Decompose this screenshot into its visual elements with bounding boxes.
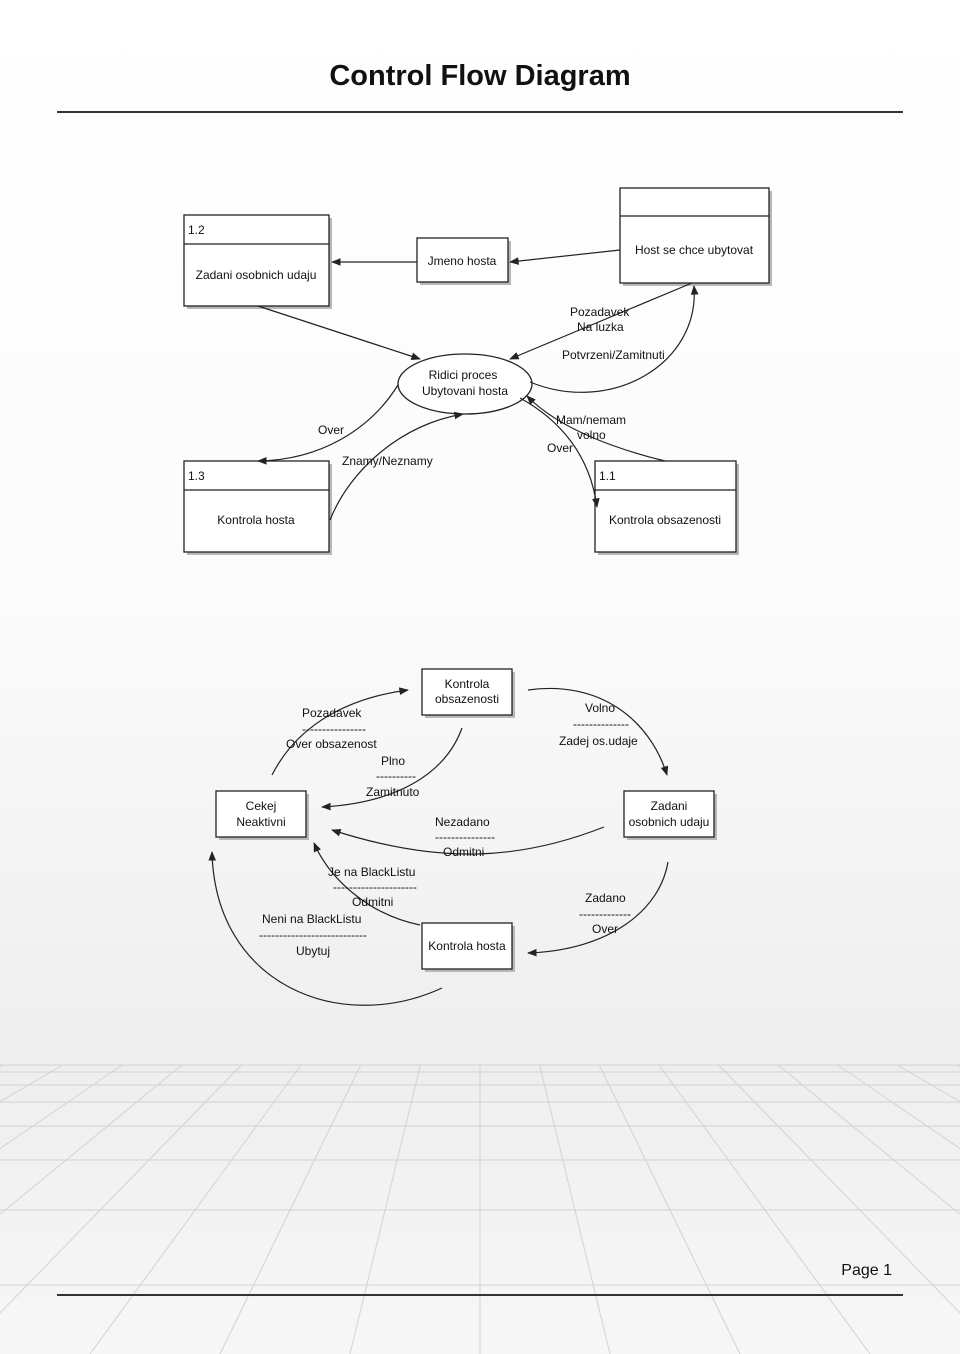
transition-nezadano <box>331 826 605 855</box>
edge-ridici-to-kontrola-obsaz <box>519 397 600 508</box>
edge-ridici-to-kontrola-hosta <box>257 384 399 465</box>
node-kontrola-obsazenosti-1-1: 1.1 Kontrola obsazenosti <box>594 460 739 555</box>
edge-kontrola-hosta-to-ridici <box>329 411 464 521</box>
label-over-left: Over <box>318 423 344 437</box>
page-number: Page 1 <box>841 1262 892 1279</box>
edge-kontrola-obsaz-to-ridici <box>526 395 666 462</box>
transition-blacklist <box>313 842 421 926</box>
node-kontrola-obsaz-label: Kontrola obsazenosti <box>609 513 721 527</box>
state-kontrola-hosta: Kontrola hosta <box>421 922 515 972</box>
label-znamy-neznamy: Znamy/Neznamy <box>342 454 433 468</box>
label-volno-event: Volno <box>585 701 615 715</box>
state-cekej-neaktivni: Cekej Neaktivni <box>215 790 309 840</box>
transition-plno <box>321 727 463 811</box>
label-neni-action: Ubytuj <box>296 944 330 958</box>
node-kontrola-obsaz-id: 1.1 <box>599 469 616 483</box>
label-mam-nemam: Mam/nemam <box>556 413 626 427</box>
label-pozadavek: Pozadavek <box>570 305 630 319</box>
label-potvrzeni-zamitnuti: Potvrzeni/Zamitnuti <box>562 348 665 362</box>
node-ridici-proces: Ridici proces Ubytovani hosta <box>397 353 533 415</box>
state-diagram: Kontrola obsazenosti Cekej Neaktivni Zad… <box>208 668 717 1006</box>
label-volno-action: Zadej os.udaje <box>559 734 638 748</box>
state-cekej-line1: Cekej <box>246 799 277 813</box>
node-ridici-line1: Ridici proces <box>429 368 498 382</box>
label-nezadano-action: Odmitni <box>443 845 484 859</box>
transition-pozadavek <box>271 687 409 776</box>
label-neni-event: Neni na BlackListu <box>262 912 361 926</box>
transition-neni-na-blacklistu <box>208 851 443 1006</box>
context-diagram: Host se chce ubytovat 1.2 Zadani osobnic… <box>183 187 772 555</box>
label-blacklist-event: Je na BlackListu <box>328 865 415 879</box>
state-zadani-line2: osobnich udaju <box>629 815 710 829</box>
label-pozadavek-event: Pozadavek <box>302 706 362 720</box>
label-plno-action: Zamitnuto <box>366 785 420 799</box>
node-jmeno-label: Jmeno hosta <box>428 254 497 268</box>
label-pozadavek-sep: ---------------- <box>302 722 366 736</box>
label-nezadano-event: Nezadano <box>435 815 490 829</box>
node-host-se-chce-ubytovat: Host se chce ubytovat <box>619 187 772 286</box>
edge-host-to-ridici <box>509 282 693 360</box>
label-blacklist-action: Odmitni <box>352 895 393 909</box>
node-jmeno-hosta: Jmeno hosta <box>416 237 511 285</box>
state-zadani-osobnich-udaju: Zadani osobnich udaju <box>623 790 717 840</box>
footer-rule <box>57 1294 903 1296</box>
document-title: Control Flow Diagram <box>329 60 631 92</box>
node-kontrola-hosta-1-3: 1.3 Kontrola hosta <box>183 460 332 555</box>
state-cekej-line2: Neaktivni <box>236 815 285 829</box>
node-kontrola-hosta-label: Kontrola hosta <box>217 513 295 527</box>
label-pozadavek-action: Over obsazenost <box>286 737 377 751</box>
edge-ridici-to-host <box>529 285 699 393</box>
label-nezadano-sep: --------------- <box>435 830 495 844</box>
label-plno-event: Plno <box>381 754 405 768</box>
label-plno-sep: ---------- <box>376 769 416 783</box>
edge-zadani-to-ridici <box>257 305 421 360</box>
title-rule <box>57 111 903 113</box>
state-kontrola-obsaz-line1: Kontrola <box>445 677 490 691</box>
state-zadani-line1: Zadani <box>651 799 688 813</box>
transition-volno <box>527 688 669 776</box>
node-ridici-line2: Ubytovani hosta <box>422 384 508 398</box>
node-host-label: Host se chce ubytovat <box>635 243 754 257</box>
label-na-luzka: Na luzka <box>577 320 624 334</box>
node-zadani-id: 1.2 <box>188 223 205 237</box>
node-kontrola-hosta-id: 1.3 <box>188 469 205 483</box>
label-blacklist-sep: --------------------- <box>333 880 417 894</box>
label-volno-sep: -------------- <box>573 717 629 731</box>
state-kontrola-obsaz-line2: obsazenosti <box>435 692 499 706</box>
state-kontrola-obsazenosti: Kontrola obsazenosti <box>421 668 515 718</box>
edge-host-to-jmeno <box>509 249 621 265</box>
transition-zadano <box>527 861 669 957</box>
label-zadano-event: Zadano <box>585 891 626 905</box>
label-neni-sep: --------------------------- <box>259 928 367 942</box>
label-zadano-sep: ------------- <box>579 907 631 921</box>
node-zadani-label: Zadani osobnich udaju <box>196 268 317 282</box>
node-zadani-osobnich-udaju: 1.2 Zadani osobnich udaju <box>183 214 332 309</box>
state-kontrola-hosta-label: Kontrola hosta <box>428 939 506 953</box>
label-zadano-action: Over <box>592 922 618 936</box>
label-volno: volno <box>577 428 606 442</box>
label-over-right: Over <box>547 441 573 455</box>
